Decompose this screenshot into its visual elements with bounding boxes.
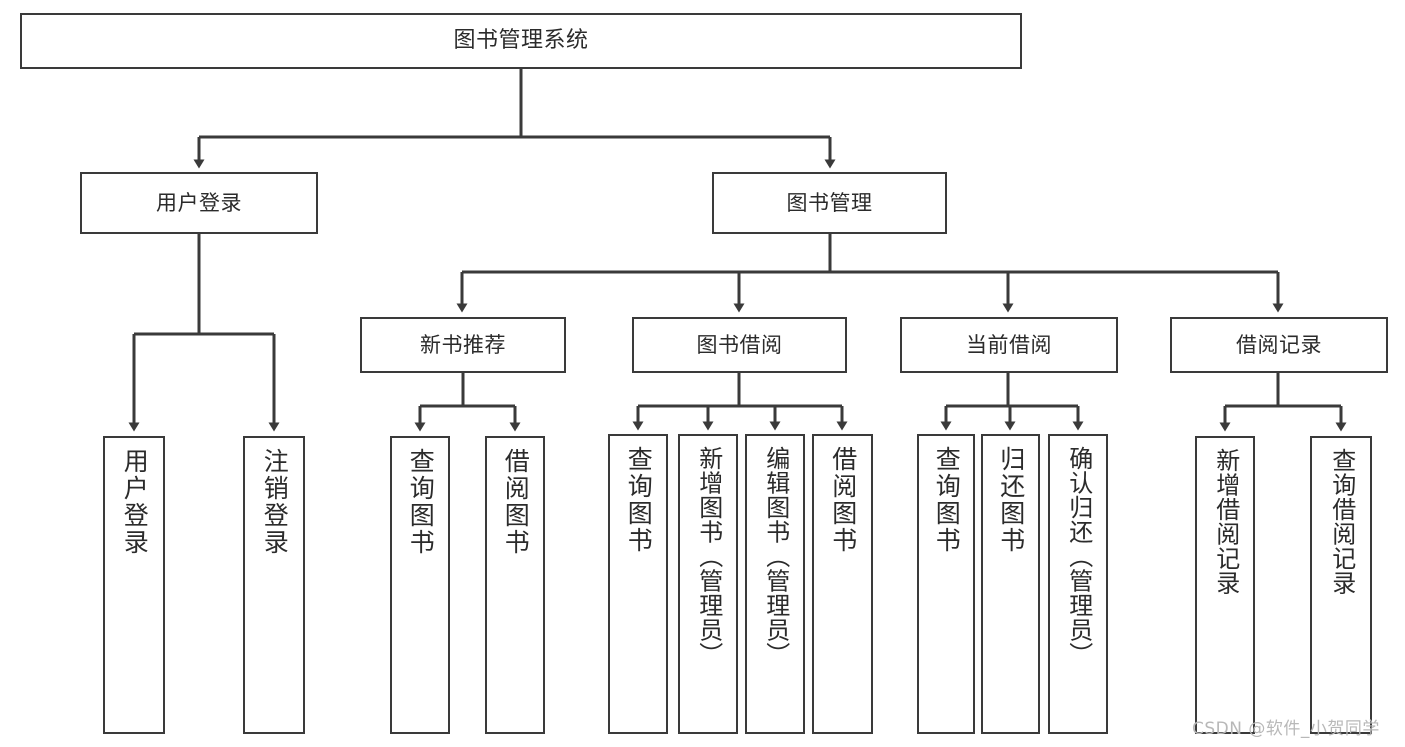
node-borrow-record[interactable]: 借阅记录 (1170, 317, 1388, 373)
leaf-add-borrow-record-label: 新增借阅记录 (1211, 448, 1240, 595)
node-book-management[interactable]: 图书管理 (712, 172, 947, 234)
csdn-watermark: CSDN @软件_小贺同学 (1192, 719, 1380, 739)
leaf-query-book-borrow[interactable]: 查询图书 (608, 434, 668, 734)
node-root-label: 图书管理系统 (453, 28, 589, 53)
leaf-return-book[interactable]: 归还图书 (981, 434, 1040, 734)
leaf-edit-book-admin[interactable]: 编辑图书（管理员） (745, 434, 805, 734)
node-new-book-recommend[interactable]: 新书推荐 (360, 317, 566, 373)
node-root[interactable]: 图书管理系统 (20, 13, 1022, 69)
leaf-borrow-book-newbook-label: 借阅图书 (501, 448, 531, 556)
node-book-borrow[interactable]: 图书借阅 (632, 317, 847, 373)
leaf-query-book-newbook-label: 查询图书 (406, 448, 436, 556)
leaf-borrow-book-borrow[interactable]: 借阅图书 (812, 434, 873, 734)
leaf-confirm-return-admin-label: 确认归还（管理员） (1064, 446, 1093, 667)
leaf-add-book-admin[interactable]: 新增图书（管理员） (678, 434, 738, 734)
leaf-query-book-newbook[interactable]: 查询图书 (390, 436, 450, 734)
leaf-borrow-book-borrow-label: 借阅图书 (828, 446, 858, 554)
leaf-user-login-label: 用户登录 (120, 448, 150, 556)
leaf-query-book-current[interactable]: 查询图书 (917, 434, 975, 734)
leaf-logout-label: 注销登录 (260, 448, 290, 556)
leaf-query-borrow-record[interactable]: 查询借阅记录 (1310, 436, 1372, 734)
node-new-book-recommend-label: 新书推荐 (420, 332, 506, 357)
leaf-logout[interactable]: 注销登录 (243, 436, 305, 734)
leaf-confirm-return-admin[interactable]: 确认归还（管理员） (1048, 434, 1108, 734)
node-book-borrow-label: 图书借阅 (696, 332, 783, 357)
leaf-borrow-book-newbook[interactable]: 借阅图书 (485, 436, 545, 734)
leaf-add-book-admin-label: 新增图书（管理员） (694, 446, 723, 667)
node-current-borrow[interactable]: 当前借阅 (900, 317, 1118, 373)
leaf-user-login[interactable]: 用户登录 (103, 436, 165, 734)
node-current-borrow-label: 当前借阅 (966, 332, 1052, 357)
node-user-login[interactable]: 用户登录 (80, 172, 318, 234)
node-book-management-label: 图书管理 (786, 190, 873, 215)
leaf-edit-book-admin-label: 编辑图书（管理员） (761, 446, 790, 667)
leaf-add-borrow-record[interactable]: 新增借阅记录 (1195, 436, 1255, 734)
node-borrow-record-label: 借阅记录 (1236, 332, 1322, 357)
leaf-query-borrow-record-label: 查询借阅记录 (1327, 448, 1356, 595)
leaf-query-book-current-label: 查询图书 (932, 446, 962, 554)
leaf-return-book-label: 归还图书 (996, 446, 1026, 554)
leaf-query-book-borrow-label: 查询图书 (624, 446, 654, 554)
node-user-login-label: 用户登录 (156, 190, 242, 215)
